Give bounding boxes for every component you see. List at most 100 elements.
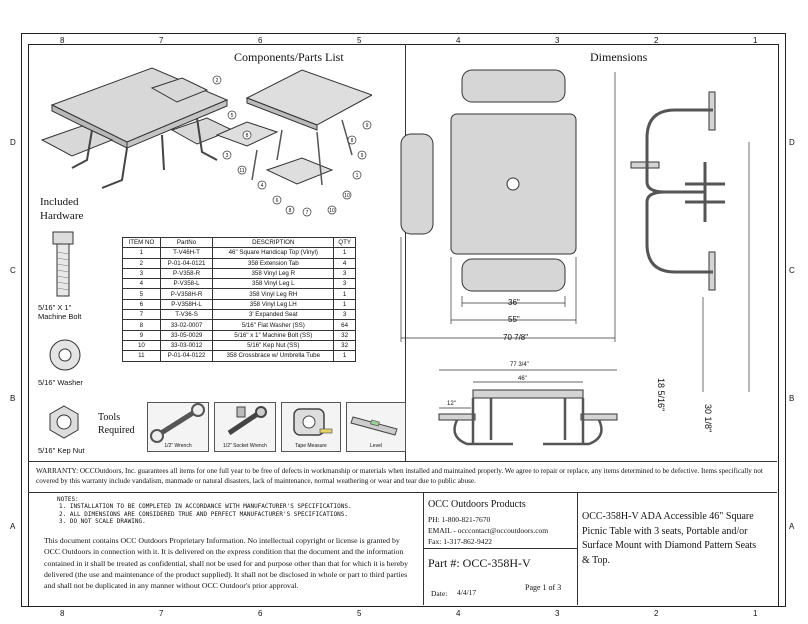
zone-mark: 8 — [60, 609, 65, 618]
table-cell: 1 — [333, 288, 356, 300]
dimensions-title: Dimensions — [590, 50, 648, 64]
zone-mark: 6 — [258, 36, 263, 45]
table-cell: 10 — [122, 339, 161, 352]
proprietary-text: This document contains OCC Outdoors Prop… — [44, 536, 408, 591]
table-cell: 1 — [333, 247, 356, 259]
part-balloon: 3 — [222, 150, 232, 160]
table-cell: 8 — [122, 319, 161, 331]
table-cell: 5/16" x 1" Machine Bolt (SS) — [212, 329, 335, 341]
tool-tape-measure-label: Tape Measure — [295, 443, 327, 449]
zone-mark: C — [10, 266, 16, 275]
zone-mark: 5 — [357, 609, 362, 618]
company-fax: Fax: 1-317-862-9422 — [428, 537, 492, 546]
table-cell: 2 — [122, 257, 161, 269]
part-balloon-label: 1 — [356, 173, 359, 179]
parts-table-header-cell: DESCRIPTION — [212, 236, 335, 249]
socket-wrench-icon — [227, 406, 267, 436]
bolt-illustration — [52, 231, 74, 297]
dim-18: 18 5/16" — [656, 378, 666, 412]
part-balloon: 5 — [227, 110, 237, 120]
hardware-title: Included Hardware — [40, 195, 100, 223]
table-cell: 358 Vinyl Leg R — [212, 267, 335, 280]
bolt-label: 5/16" X 1" Machine Bolt — [38, 303, 82, 321]
divider-warranty-top — [28, 461, 777, 462]
tool-wrench: 1/2" Wrench — [147, 402, 209, 452]
part-balloon: 4 — [257, 180, 267, 190]
table-cell: P-V358-L — [159, 278, 214, 290]
part-balloon-label: 10 — [329, 208, 335, 214]
zone-mark: 6 — [258, 609, 263, 618]
table-cell: 6 — [122, 298, 161, 311]
nut-label: 5/16" Kep Nut — [38, 446, 85, 455]
part-balloon-label: 5 — [231, 113, 234, 119]
part-balloon-label: 8 — [246, 133, 249, 139]
nut-illustration — [49, 405, 79, 439]
dim-46: 46" — [518, 376, 527, 382]
hardware-title-text: Included Hardware — [40, 196, 84, 222]
table-cell: 5/16" Kep Nut (SS) — [212, 339, 335, 352]
table-cell: T-V36-S — [159, 309, 214, 321]
part-balloon: 1 — [352, 170, 362, 180]
warranty-text: WARRANTY: OCCOutdoors, Inc. guarantees a… — [36, 467, 763, 485]
part-balloon: 8 — [285, 205, 295, 215]
part-balloon-label: 11 — [239, 168, 244, 174]
parts-table-header-cell: QTY — [333, 236, 356, 249]
part-balloon-label: 7 — [306, 210, 309, 216]
dimensions-drawing — [400, 69, 750, 446]
components-title: Components/Parts List — [234, 50, 344, 64]
company-name: OCC Outdoors Products — [428, 499, 526, 510]
divider-center — [405, 44, 406, 462]
table-cell: 358 Vinyl Leg LH — [212, 298, 335, 311]
table-cell: 3 — [122, 267, 161, 280]
zone-mark: B — [10, 394, 16, 403]
table-cell: 3 — [333, 309, 356, 321]
date-label: Date: — [431, 589, 448, 598]
product-description: OCC-358H-V ADA Accessible 46" Square Pic… — [582, 511, 757, 566]
table-cell: 3 — [333, 267, 356, 280]
table-cell: 9 — [122, 329, 161, 341]
zone-mark: 2 — [654, 609, 659, 618]
part-balloon: 9 — [362, 120, 372, 130]
part-balloon-label: 8 — [351, 138, 354, 144]
part-balloon-label: 10 — [344, 193, 350, 199]
zone-mark: D — [789, 138, 795, 147]
dim-70: 70 7/8" — [503, 333, 529, 342]
table-cell: 11 — [122, 350, 161, 362]
part-number: Part #: OCC-358H-V — [428, 556, 531, 570]
note-line-3: 3. DO NOT SCALE DRAWING. — [59, 517, 146, 525]
notes-title: NOTES: — [57, 496, 79, 503]
part-balloon: 11 — [237, 165, 247, 175]
table-cell: P-V358-R — [159, 267, 214, 280]
zone-mark: 8 — [60, 36, 65, 45]
zone-mark: 3 — [555, 36, 560, 45]
table-cell: 1 — [122, 247, 161, 259]
table-cell: 32 — [333, 339, 356, 352]
part-balloon: 7 — [302, 207, 312, 217]
part-balloon-label: 2 — [216, 78, 219, 84]
date-value: 4/4/17 — [457, 588, 477, 597]
zone-mark: 1 — [753, 36, 758, 45]
table-cell: P-V358H-L — [159, 298, 214, 311]
table-cell: 32 — [333, 329, 356, 341]
table-cell: 358 Vinyl Leg RH — [212, 288, 335, 300]
table-cell: P-01-04-0122 — [159, 350, 214, 362]
table-cell: P-V358H-R — [159, 288, 214, 300]
table-cell: 33-05-0029 — [159, 329, 214, 341]
table-cell: 3 — [333, 278, 356, 290]
part-balloon: 2 — [212, 75, 222, 85]
zone-mark: 3 — [555, 609, 560, 618]
inner-border — [28, 44, 779, 607]
dim-30: 30 1/8" — [703, 404, 713, 433]
tool-level-label: Level — [370, 443, 382, 449]
company-phone: PH: 1-800-821-7670 — [428, 515, 491, 524]
table-cell: 7 — [122, 309, 161, 321]
table-cell: 3' Expanded Seat — [212, 309, 335, 321]
zone-mark: 4 — [456, 609, 461, 618]
part-balloon-label: 9 — [366, 123, 369, 129]
zone-mark: A — [10, 522, 16, 531]
note-line-1: 1. INSTALLATION TO BE COMPLETED IN ACCOR… — [59, 503, 352, 511]
table-cell: 4 — [122, 278, 161, 290]
tool-level: Level — [346, 402, 406, 452]
